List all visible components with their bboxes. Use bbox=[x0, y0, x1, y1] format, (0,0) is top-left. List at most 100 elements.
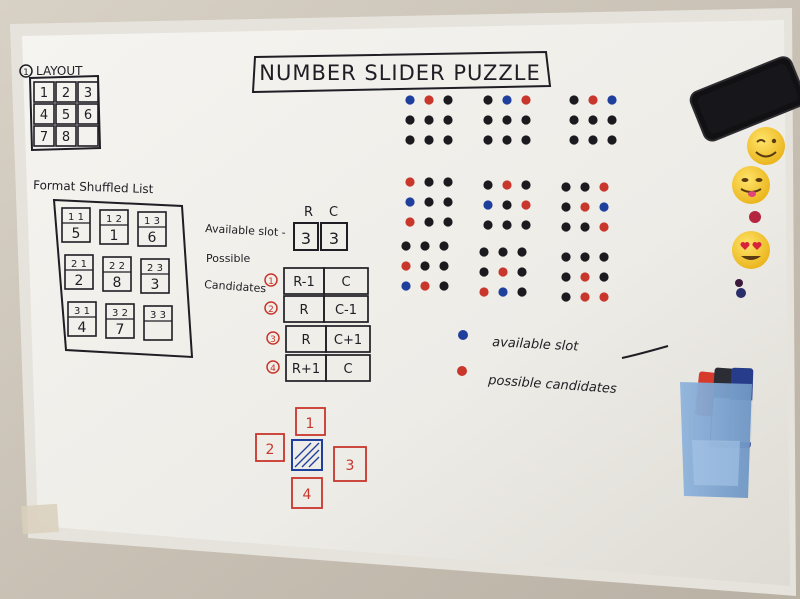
whiteboard bbox=[22, 20, 790, 586]
layout-label: LAYOUT bbox=[36, 64, 83, 78]
dot bbox=[521, 220, 531, 230]
dot bbox=[517, 247, 527, 257]
dot bbox=[569, 115, 579, 125]
dot bbox=[502, 115, 512, 125]
dot bbox=[521, 95, 531, 105]
tile-position: 1 1 bbox=[68, 212, 84, 223]
dot bbox=[580, 222, 590, 232]
legend-available-text: available slot bbox=[492, 335, 580, 355]
dot bbox=[561, 202, 571, 212]
shuffled-tile bbox=[64, 254, 94, 290]
marker-holder bbox=[680, 367, 754, 498]
candidate-number-circle bbox=[264, 301, 278, 315]
layout-cell bbox=[55, 103, 77, 125]
dot bbox=[405, 217, 415, 227]
dot bbox=[502, 95, 512, 105]
candidate-number: 4 bbox=[270, 364, 276, 374]
candidate-number: 1 bbox=[268, 277, 274, 287]
legend-blue-dot bbox=[458, 330, 468, 340]
cross-down-label: 4 bbox=[303, 487, 312, 503]
dot bbox=[424, 197, 434, 207]
dot bbox=[607, 95, 617, 105]
check-mark bbox=[621, 345, 669, 359]
dot bbox=[420, 241, 430, 251]
dot bbox=[521, 135, 531, 145]
dot bbox=[521, 180, 531, 190]
dot bbox=[405, 197, 415, 207]
layout-cell bbox=[77, 81, 99, 103]
dot-grid bbox=[561, 252, 609, 302]
dot bbox=[483, 95, 493, 105]
candidates-label-1: Possible bbox=[206, 252, 251, 265]
dot-grids bbox=[401, 95, 617, 302]
dot bbox=[498, 267, 508, 277]
dot bbox=[443, 95, 453, 105]
dot bbox=[517, 267, 527, 277]
layout-cell bbox=[33, 103, 55, 125]
dot bbox=[483, 200, 493, 210]
dot-grid bbox=[405, 177, 453, 227]
tile-value: 4 bbox=[78, 320, 87, 336]
slot-col-r: R bbox=[304, 205, 313, 220]
dot bbox=[401, 241, 411, 251]
shuffled-tile bbox=[67, 301, 97, 337]
dot bbox=[569, 135, 579, 145]
dot bbox=[401, 281, 411, 291]
dot bbox=[580, 252, 590, 262]
candidates-label-2: Candidates bbox=[204, 278, 267, 295]
shuffled-tile bbox=[140, 258, 170, 294]
shuffled-tile bbox=[102, 256, 132, 292]
dot bbox=[607, 115, 617, 125]
dot bbox=[483, 115, 493, 125]
dot bbox=[405, 95, 415, 105]
dot bbox=[443, 197, 453, 207]
layout-cell bbox=[77, 125, 99, 147]
dot bbox=[479, 287, 489, 297]
shuffled-label: Format Shuffled List bbox=[33, 178, 154, 196]
board-title: NUMBER SLIDER PUZZLE bbox=[259, 61, 540, 85]
legend-red-dot bbox=[457, 366, 467, 376]
dot bbox=[599, 252, 609, 262]
step-number: 1 bbox=[23, 68, 29, 78]
cross-up-box bbox=[295, 407, 326, 436]
dot bbox=[561, 292, 571, 302]
dot bbox=[588, 115, 598, 125]
dot bbox=[420, 281, 430, 291]
dot bbox=[424, 95, 434, 105]
dot bbox=[439, 241, 449, 251]
candidate-c-value: C bbox=[343, 362, 352, 377]
dot bbox=[479, 247, 489, 257]
dot bbox=[580, 182, 590, 192]
dot bbox=[498, 247, 508, 257]
candidate-r-value: R-1 bbox=[293, 275, 314, 290]
dot-grid bbox=[483, 95, 531, 145]
cross-right-box bbox=[333, 446, 367, 482]
dot bbox=[405, 135, 415, 145]
layout-cell bbox=[55, 81, 77, 103]
dot bbox=[580, 272, 590, 282]
dot bbox=[521, 115, 531, 125]
dot bbox=[443, 135, 453, 145]
dot-grid bbox=[479, 247, 527, 297]
dot bbox=[405, 177, 415, 187]
dot bbox=[599, 272, 609, 282]
dot bbox=[521, 200, 531, 210]
tile-position: 3 1 bbox=[74, 306, 90, 317]
dot bbox=[443, 177, 453, 187]
phone bbox=[689, 56, 800, 142]
tile-position: 2 1 bbox=[71, 259, 87, 270]
emoji-magnet-wink bbox=[747, 127, 785, 165]
dot-grid bbox=[561, 182, 609, 232]
slot-c-box bbox=[320, 222, 348, 251]
slot-section: R C Available slot - 3 3 bbox=[205, 205, 348, 251]
dot bbox=[517, 287, 527, 297]
tile-position: 2 3 bbox=[147, 263, 163, 274]
dot bbox=[424, 135, 434, 145]
slot-label: Available slot - bbox=[205, 222, 286, 239]
dot bbox=[588, 135, 598, 145]
tile-position: 2 2 bbox=[109, 261, 125, 272]
cross-left-label: 2 bbox=[266, 442, 275, 458]
